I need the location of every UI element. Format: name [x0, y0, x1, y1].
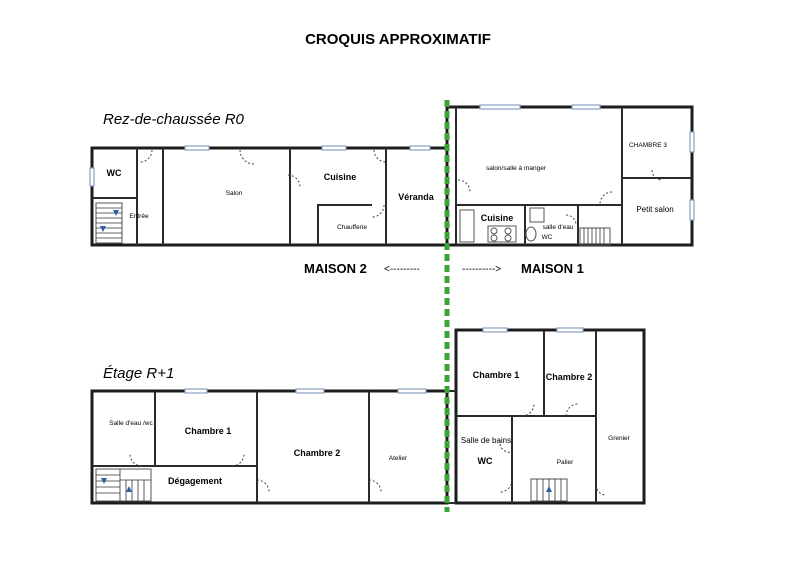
house-labels: MAISON 2 <--------- ----------> MAISON 1 — [304, 261, 584, 276]
room-entree: Entrée — [129, 213, 149, 220]
room-degagement: Dégagement — [168, 476, 222, 486]
room-m1-chambre1: Chambre 1 — [473, 370, 520, 380]
page-title: CROQUIS APPROXIMATIF — [305, 31, 491, 48]
stairs-ground-m2 — [95, 202, 123, 244]
maison2-upper-outline — [90, 389, 449, 505]
stairs-upper-m1 — [530, 478, 568, 502]
kitchen-fixtures — [459, 207, 545, 243]
room-salon-manger: salon/salle à manger — [486, 165, 547, 172]
room-wc2: WC — [542, 234, 553, 241]
maison2-ground-outline — [90, 146, 449, 247]
house-right-arrow: ----------> — [462, 264, 501, 275]
room-atelier: Atelier — [389, 455, 408, 462]
room-salle-bains: Salle de bains — [461, 436, 511, 445]
room-veranda: Véranda — [398, 192, 435, 202]
room-chambre1: Chambre 1 — [185, 426, 232, 436]
room-chambre2: Chambre 2 — [294, 448, 341, 458]
room-salle-eau-wc: Salle d'eau /wc — [109, 420, 153, 427]
level-label-upper: Étage R+1 — [103, 365, 174, 382]
room-cuisine: Cuisine — [324, 172, 357, 182]
level-label-ground: Rez-de-chaussée R0 — [103, 111, 245, 128]
room-chaufferie: Chaufferie — [337, 224, 367, 231]
room-palier: Palier — [557, 459, 574, 466]
room-wc-upper: WC — [478, 456, 493, 466]
room-salle-eau: salle d'eau — [543, 224, 574, 231]
room-petit-salon: Petit salon — [636, 205, 673, 214]
room-chambre3: CHAMBRE 3 — [629, 142, 667, 149]
room-salon: Salon — [226, 190, 243, 197]
room-grenier: Grenier — [608, 435, 631, 442]
house-left-arrow: <--------- — [384, 264, 420, 275]
room-m1-chambre2: Chambre 2 — [546, 372, 593, 382]
stairs-upper-m2 — [95, 468, 152, 502]
stairs-ground-m1 — [579, 227, 611, 246]
house-left-label: MAISON 2 — [304, 261, 367, 276]
house-right-label: MAISON 1 — [521, 261, 584, 276]
upper-floor: Salle d'eau /wc Chambre 1 Dégagement Cha… — [90, 327, 646, 505]
room-wc: WC — [107, 168, 122, 178]
room-cuisine2: Cuisine — [481, 213, 514, 223]
